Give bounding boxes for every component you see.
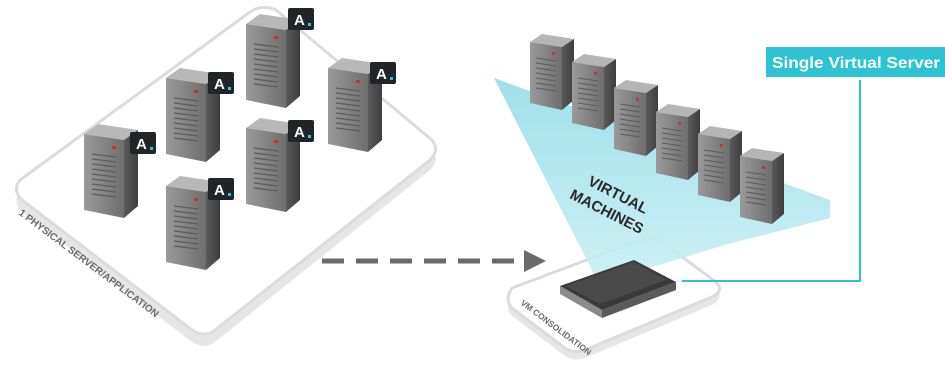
physical-server-platform bbox=[15, 5, 437, 347]
app-badge-icon: A bbox=[214, 182, 225, 199]
server-tower-icon bbox=[613, 79, 659, 157]
app-badge-icon: A bbox=[294, 12, 305, 29]
server-tower-icon bbox=[697, 125, 743, 203]
server-tower-icon bbox=[571, 53, 617, 131]
rack-server-icon bbox=[560, 260, 676, 318]
app-badge-icon: A bbox=[214, 76, 225, 93]
app-badge-icon: A bbox=[376, 66, 387, 83]
virtualization-beam bbox=[494, 78, 830, 278]
callout-box bbox=[766, 47, 945, 77]
server-tower-icon bbox=[655, 103, 701, 181]
app-badge-icon: A bbox=[294, 124, 305, 141]
callout-connector bbox=[682, 80, 861, 282]
app-badge-icon: A bbox=[136, 136, 147, 153]
dashed-arrow-icon bbox=[322, 250, 546, 272]
server-tower-icon bbox=[529, 33, 575, 111]
server-tower-icon bbox=[739, 147, 785, 225]
callout-label: Single Virtual Server bbox=[772, 55, 940, 72]
